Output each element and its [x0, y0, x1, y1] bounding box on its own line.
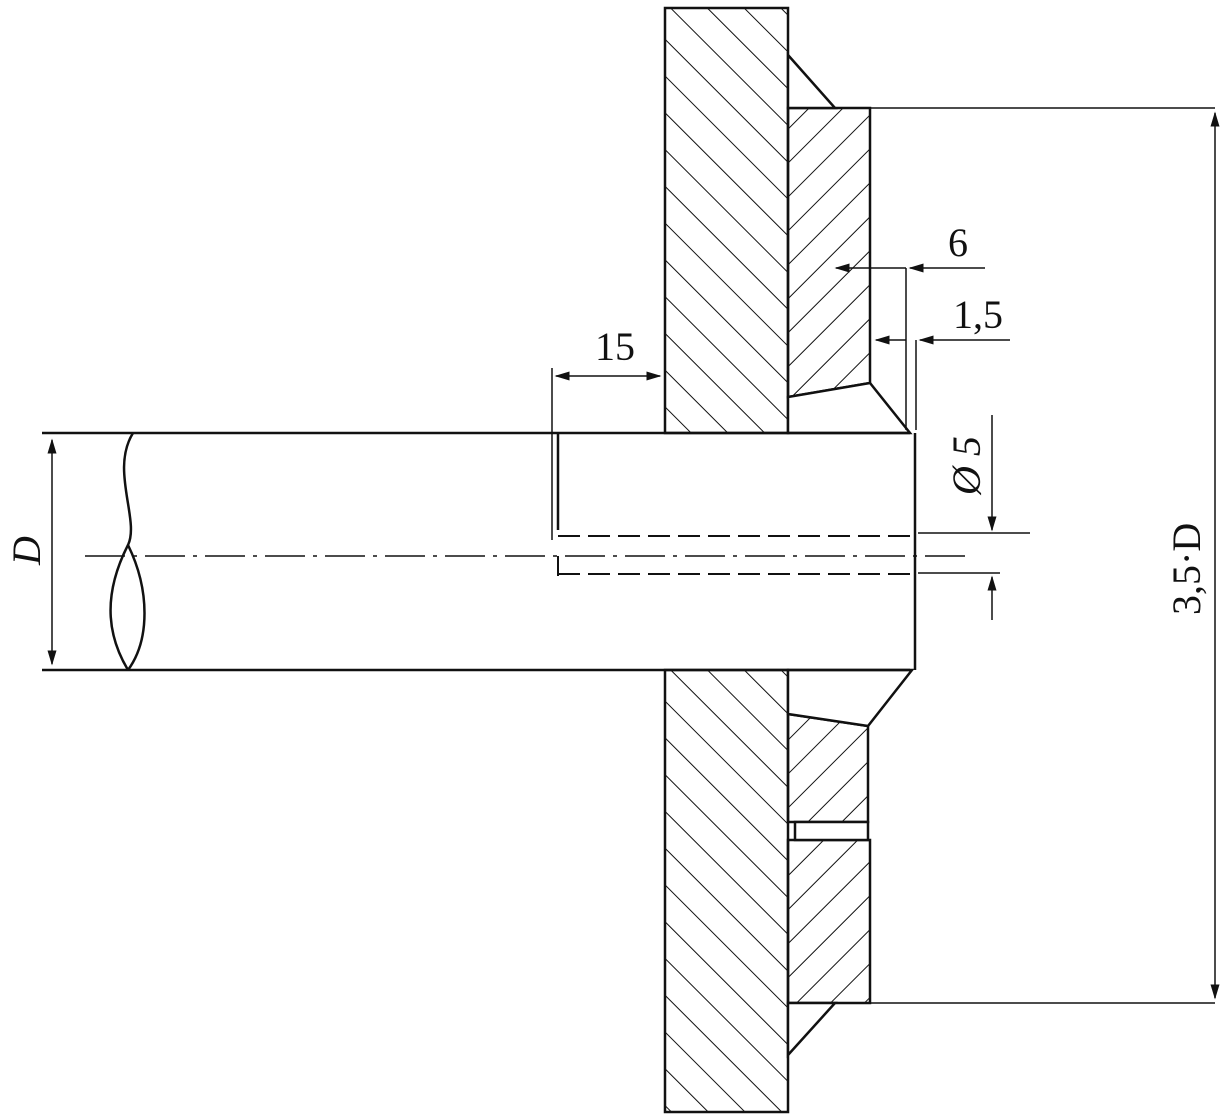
reinforcement-pad-upper: [786, 51, 913, 435]
label-15: 15: [595, 324, 635, 369]
wall-plate-upper: [663, 6, 790, 435]
wall-plate-lower: [663, 668, 790, 1114]
label-3-5D: 3,5·D: [1164, 523, 1209, 615]
label-vent-diameter: Ø 5: [944, 436, 989, 496]
vent-hole: [558, 535, 912, 575]
label-D: D: [4, 536, 49, 566]
reinforcement-pad-lower: [786, 668, 915, 1059]
wall-plate: [663, 6, 790, 1114]
label-6: 6: [948, 220, 968, 265]
extension-lines: [551, 107, 1215, 1004]
label-1-5: 1,5: [953, 292, 1003, 337]
pipe: [42, 431, 917, 672]
pipe-break-line: [109, 432, 135, 671]
